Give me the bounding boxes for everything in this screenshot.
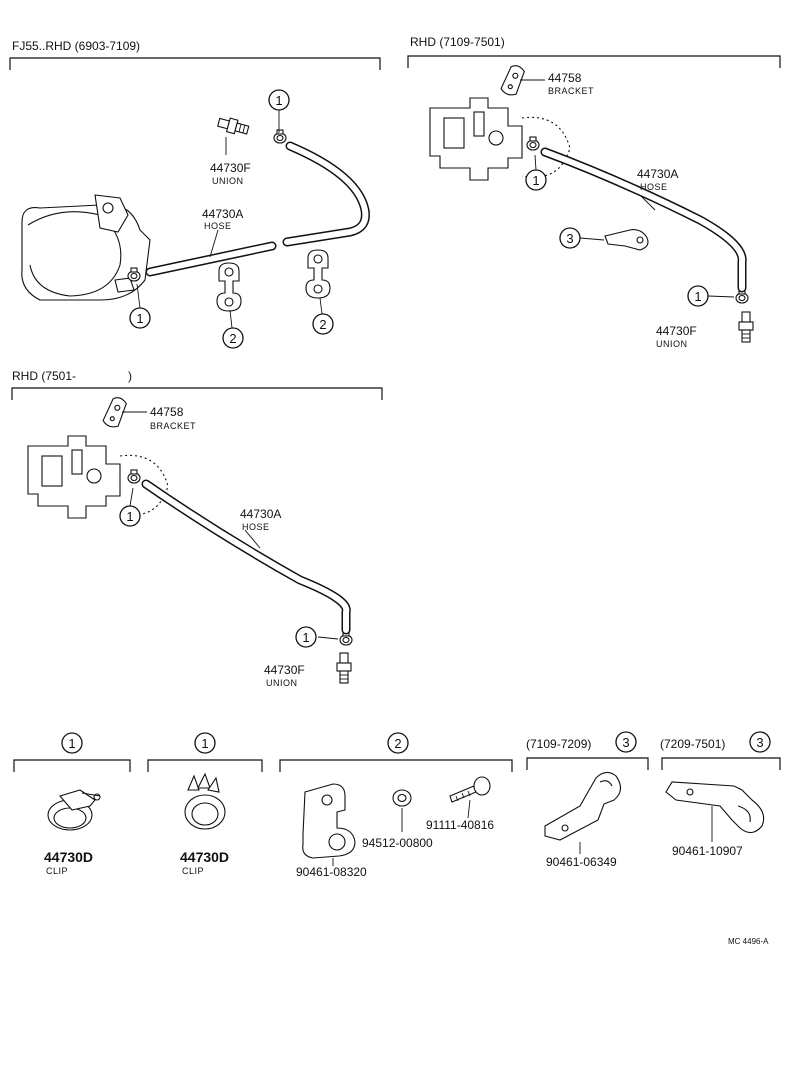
bracket-label: BRACKET bbox=[548, 86, 594, 96]
bolt-icon bbox=[449, 776, 491, 803]
callout-1: 1 bbox=[61, 732, 83, 754]
section-fj55-bracket bbox=[9, 57, 381, 70]
svg-text:2: 2 bbox=[394, 736, 401, 751]
clamp-part-number: 90461-08320 bbox=[296, 865, 367, 879]
svg-text:2: 2 bbox=[229, 331, 236, 346]
union-44730f-fj55 bbox=[216, 114, 251, 138]
bracket-part-number: 44758 bbox=[548, 71, 582, 85]
diagram-reference: MC 4496-A bbox=[728, 937, 769, 946]
callout-1: 1 bbox=[194, 732, 216, 754]
clip-label: CLIP bbox=[182, 866, 204, 876]
svg-text:2: 2 bbox=[319, 317, 326, 332]
union-part-number: 44730F bbox=[264, 663, 305, 677]
detail-clamp-set: 2 90461-08320 94512-00800 bbox=[279, 732, 513, 879]
svg-text:3: 3 bbox=[622, 735, 629, 750]
clip-part-number: 44730D bbox=[180, 849, 229, 865]
section-rhd-7501-bracket bbox=[11, 387, 383, 400]
bracket-part-number: 44758 bbox=[150, 405, 184, 419]
svg-text:1: 1 bbox=[532, 173, 539, 188]
detail-clamp-7209: (7209-7501) 3 90461-10907 bbox=[660, 731, 781, 858]
callout-2: 2 bbox=[387, 732, 409, 754]
section-fj55: FJ55..RHD (6903-7109) bbox=[9, 39, 381, 349]
hose-label: HOSE bbox=[204, 221, 232, 231]
section-rhd-7109-bracket bbox=[407, 55, 781, 68]
callout-1: 1 bbox=[295, 626, 317, 648]
section-fj55-title: FJ55..RHD (6903-7109) bbox=[12, 39, 140, 53]
clamp-icon bbox=[665, 781, 765, 834]
clip-icon bbox=[47, 789, 101, 831]
callout-1: 1 bbox=[525, 169, 547, 191]
svg-text:3: 3 bbox=[566, 231, 573, 246]
clip-part-number: 44730D bbox=[44, 849, 93, 865]
detail-row: 1 44730D CLIP 1 44730D bbox=[13, 731, 781, 879]
callout-3: 3 bbox=[559, 227, 581, 249]
range-label: (7109-7209) bbox=[526, 737, 591, 751]
union-part-number: 44730F bbox=[656, 324, 697, 338]
detail-clip-b: 1 44730D CLIP bbox=[147, 732, 263, 876]
section-rhd-7109: RHD (7109-7501) 44758 BRACKET 1 3 1 4473… bbox=[407, 35, 781, 349]
clip-icon bbox=[127, 469, 141, 484]
callout-2: 2 bbox=[312, 313, 334, 335]
union-label: UNION bbox=[656, 339, 688, 349]
brake-booster-drawing bbox=[21, 194, 151, 301]
union-part-number: 44730F bbox=[210, 161, 251, 175]
callout-3: 3 bbox=[615, 731, 637, 753]
svg-text:1: 1 bbox=[201, 736, 208, 751]
callout-2: 2 bbox=[222, 327, 244, 349]
union-44730f-rhd7109 bbox=[738, 311, 754, 343]
hose-part-number: 44730A bbox=[637, 167, 678, 181]
clamp-part-number: 90461-10907 bbox=[672, 844, 743, 858]
svg-text:1: 1 bbox=[302, 630, 309, 645]
washer-part-number: 94512-00800 bbox=[362, 836, 433, 850]
pump-drawing bbox=[429, 97, 571, 181]
clamp-90461-06349-mini bbox=[604, 229, 649, 251]
section-rhd-7501-close: ) bbox=[128, 369, 132, 383]
callout-1: 1 bbox=[119, 505, 141, 527]
clamp-icon bbox=[302, 783, 356, 859]
svg-text:1: 1 bbox=[694, 289, 701, 304]
clamp-icon bbox=[544, 771, 622, 841]
section-rhd-7501: RHD (7501- ) 44758 BRACKET 1 1 44730A HO… bbox=[11, 369, 383, 688]
svg-text:1: 1 bbox=[136, 311, 143, 326]
hose-label: HOSE bbox=[242, 522, 270, 532]
callout-3: 3 bbox=[749, 731, 771, 753]
hose-44730a-fj55 bbox=[145, 141, 370, 277]
clamp-icon bbox=[216, 262, 242, 312]
union-label: UNION bbox=[266, 678, 298, 688]
section-rhd-7501-title: RHD (7501- bbox=[12, 369, 76, 383]
svg-text:1: 1 bbox=[126, 509, 133, 524]
hose-part-number: 44730A bbox=[202, 207, 243, 221]
range-label: (7209-7501) bbox=[660, 737, 725, 751]
hose-44730a-rhd7501 bbox=[141, 479, 351, 635]
clip-icon bbox=[184, 772, 226, 830]
callout-1: 1 bbox=[129, 307, 151, 329]
svg-text:1: 1 bbox=[68, 736, 75, 751]
bolt-part-number: 91111-40816 bbox=[426, 818, 494, 832]
hose-part-number: 44730A bbox=[240, 507, 281, 521]
callout-1: 1 bbox=[687, 285, 709, 307]
clamp-part-number: 90461-06349 bbox=[546, 855, 617, 869]
union-44730f-rhd7501 bbox=[336, 652, 352, 684]
detail-clip-a: 1 44730D CLIP bbox=[13, 732, 131, 876]
washer-icon bbox=[392, 789, 412, 807]
svg-text:1: 1 bbox=[275, 93, 282, 108]
clamp-icon bbox=[305, 249, 331, 299]
section-rhd-7109-title: RHD (7109-7501) bbox=[410, 35, 505, 49]
bracket-label: BRACKET bbox=[150, 421, 196, 431]
clip-icon bbox=[273, 129, 287, 144]
clip-label: CLIP bbox=[46, 866, 68, 876]
hose-label: HOSE bbox=[640, 182, 668, 192]
hose-44730a-rhd7109 bbox=[540, 147, 747, 293]
detail-clamp-7109: (7109-7209) 3 90461-06349 bbox=[526, 731, 649, 869]
svg-text:3: 3 bbox=[756, 735, 763, 750]
callout-1: 1 bbox=[268, 89, 290, 111]
union-label: UNION bbox=[212, 176, 244, 186]
clip-icon bbox=[526, 136, 540, 151]
pump-drawing bbox=[27, 435, 169, 519]
